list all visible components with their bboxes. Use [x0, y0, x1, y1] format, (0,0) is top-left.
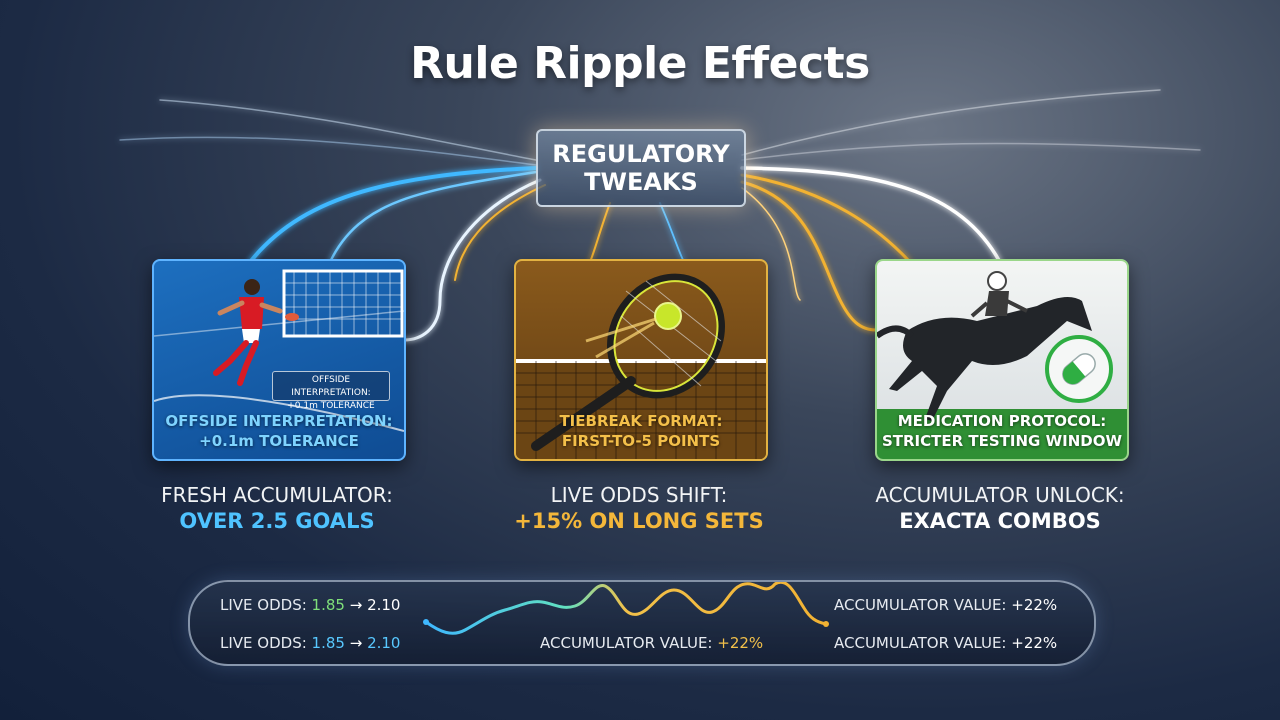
outcome-soccer-line-1: FRESH ACCUMULATOR: [161, 483, 393, 507]
horse-racing-card: MEDICATION PROTOCOL: STRICTER TESTING WI… [875, 259, 1129, 461]
outcome-soccer-line-2: OVER 2.5 GOALS [179, 509, 375, 533]
horse-caption-line-1: MEDICATION PROTOCOL: [897, 412, 1107, 430]
outcome-horse-line-2: EXACTA COMBOS [899, 509, 1101, 533]
inset-line-1: OFFSIDE INTERPRETATION: [291, 375, 371, 398]
live-odds-to: 2.10 [367, 596, 401, 614]
live-odds-from: 1.85 [311, 596, 345, 614]
outcome-tennis-line-2: +15% ON LONG SETS [514, 509, 764, 533]
regulatory-tweaks-hub: REGULATORY TWEAKS [536, 129, 746, 207]
accumulator-value: +22% [717, 634, 764, 652]
ticker-row2-accumulator-right: ACCUMULATOR VALUE: +22% [834, 634, 1057, 652]
horse-racing-illustration [877, 271, 1127, 459]
offside-inset-label: OFFSIDE INTERPRETATION: +0.1m TOLERANCE [272, 371, 390, 411]
accumulator-label: ACCUMULATOR VALUE: [834, 596, 1012, 614]
soccer-illustration [154, 269, 404, 432]
ticker-row2-accumulator-mid: ACCUMULATOR VALUE: +22% [540, 634, 763, 652]
tennis-caption: TIEBREAK FORMAT: FIRST-TO-5 POINTS [516, 411, 766, 451]
live-odds-label: LIVE ODDS: [220, 596, 312, 614]
soccer-card: OFFSIDE INTERPRETATION: +0.1m TOLERANCE … [152, 259, 406, 461]
outcome-horse: ACCUMULATOR UNLOCK: EXACTA COMBOS [840, 482, 1160, 534]
live-odds-to: 2.10 [367, 634, 401, 652]
hub-line-1: REGULATORY [552, 140, 730, 168]
accumulator-value: +22% [1011, 634, 1058, 652]
horse-caption-line-2: STRICTER TESTING WINDOW [881, 432, 1123, 450]
tennis-caption-line-2: FIRST-TO-5 POINTS [561, 432, 721, 450]
live-odds-from: 1.85 [311, 634, 345, 652]
tennis-card: TIEBREAK FORMAT: FIRST-TO-5 POINTS [514, 259, 768, 461]
soccer-caption: OFFSIDE INTERPRETATION: +0.1m TOLERANCE [154, 411, 404, 451]
ticker-row1-accumulator: ACCUMULATOR VALUE: +22% [834, 596, 1057, 614]
odds-ticker: LIVE ODDS: 1.85 → 2.10 ACCUMULATOR VALUE… [188, 580, 1096, 666]
page-title: Rule Ripple Effects [410, 38, 870, 89]
inset-line-2: +0.1m TOLERANCE [287, 401, 375, 411]
ticker-waveform [423, 582, 829, 635]
outcome-tennis-line-1: LIVE ODDS SHIFT: [550, 483, 728, 507]
soccer-caption-line-2: +0.1m TOLERANCE [199, 432, 359, 450]
ticker-row2-live-odds: LIVE ODDS: 1.85 → 2.10 [220, 634, 400, 652]
tennis-illustration [516, 273, 766, 459]
outcome-soccer: FRESH ACCUMULATOR: OVER 2.5 GOALS [117, 482, 437, 534]
outcome-tennis: LIVE ODDS SHIFT: +15% ON LONG SETS [479, 482, 799, 534]
arrow-icon: → [344, 634, 368, 652]
tennis-caption-line-1: TIEBREAK FORMAT: [559, 412, 723, 430]
accumulator-value: +22% [1011, 596, 1058, 614]
outcome-horse-line-1: ACCUMULATOR UNLOCK: [875, 483, 1125, 507]
horse-caption: MEDICATION PROTOCOL: STRICTER TESTING WI… [877, 411, 1127, 451]
soccer-caption-line-1: OFFSIDE INTERPRETATION: [165, 412, 393, 430]
accumulator-label: ACCUMULATOR VALUE: [834, 634, 1012, 652]
accumulator-label: ACCUMULATOR VALUE: [540, 634, 718, 652]
live-odds-label: LIVE ODDS: [220, 634, 312, 652]
arrow-icon: → [344, 596, 368, 614]
ticker-row1-live-odds: LIVE ODDS: 1.85 → 2.10 [220, 596, 400, 614]
hub-line-2: TWEAKS [584, 168, 698, 196]
